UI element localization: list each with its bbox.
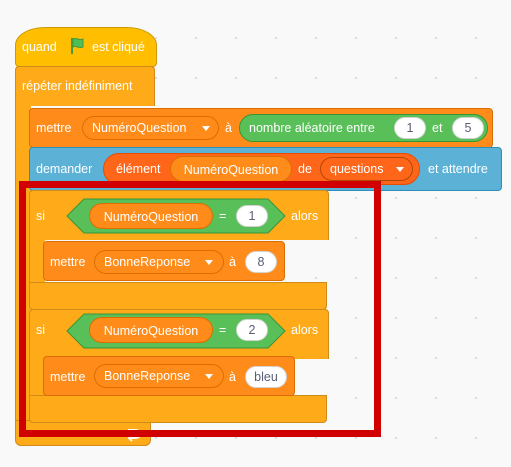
item-label: élément xyxy=(116,162,161,176)
to-label: à xyxy=(225,121,232,135)
random-label: nombre aléatoire entre xyxy=(249,121,375,135)
of-label: de xyxy=(298,162,312,176)
to-label: à xyxy=(229,370,236,384)
chevron-down-icon xyxy=(396,167,404,172)
when-flag-clicked-block[interactable] xyxy=(15,27,157,67)
random-to-input[interactable]: 5 xyxy=(452,117,484,139)
question-number-reporter-2[interactable]: NuméroQuestion xyxy=(89,317,213,343)
chevron-down-icon xyxy=(205,260,213,265)
equals-label: = xyxy=(219,209,227,223)
then-label: alors xyxy=(291,209,319,223)
variable-dropdown-label: NuméroQuestion xyxy=(92,121,187,135)
is-clicked-label: est cliqué xyxy=(92,40,145,54)
and-label: et xyxy=(432,121,443,135)
green-flag-icon xyxy=(68,36,88,56)
when-flag-label: quand xyxy=(22,40,57,54)
ask-label: demander xyxy=(36,162,93,176)
chevron-down-icon xyxy=(205,374,213,379)
set-label: mettre xyxy=(50,370,86,384)
set-label: mettre xyxy=(36,121,72,135)
if-block-1-arm xyxy=(29,238,45,284)
if-label: si xyxy=(36,323,46,337)
to-label: à xyxy=(229,255,236,269)
equals-label: = xyxy=(219,323,227,337)
set-label: mettre xyxy=(50,255,86,269)
variable-dropdown-question[interactable]: NuméroQuestion xyxy=(82,116,219,140)
variable-dropdown-label: BonneReponse xyxy=(104,255,191,269)
list-dropdown-questions[interactable]: questions xyxy=(320,157,413,181)
if-block-2-arm xyxy=(29,357,45,397)
variable-dropdown-label: BonneReponse xyxy=(104,369,191,383)
list-dropdown-label: questions xyxy=(330,162,384,176)
random-from-input[interactable]: 1 xyxy=(394,117,426,139)
highlight-rectangle xyxy=(19,181,381,437)
compare-value-input-1[interactable]: 1 xyxy=(236,205,268,227)
forever-block-top[interactable] xyxy=(15,66,155,106)
answer-value-input-2[interactable]: bleu xyxy=(245,366,287,388)
forever-label: répéter indéfiniment xyxy=(22,79,133,93)
and-wait-label: et attendre xyxy=(428,162,488,176)
then-label: alors xyxy=(291,323,319,337)
if-label: si xyxy=(36,209,46,223)
question-number-reporter[interactable]: NuméroQuestion xyxy=(170,156,292,182)
variable-dropdown-answer-1[interactable]: BonneReponse xyxy=(94,250,224,274)
answer-value-input-1[interactable]: 8 xyxy=(245,251,277,273)
compare-value-input-2[interactable]: 2 xyxy=(236,319,268,341)
random-number-reporter[interactable] xyxy=(239,114,488,142)
if-block-1-bottom xyxy=(29,282,327,310)
chevron-down-icon xyxy=(202,126,210,131)
variable-dropdown-answer-2[interactable]: BonneReponse xyxy=(94,364,224,388)
question-number-reporter-1[interactable]: NuméroQuestion xyxy=(89,203,213,229)
